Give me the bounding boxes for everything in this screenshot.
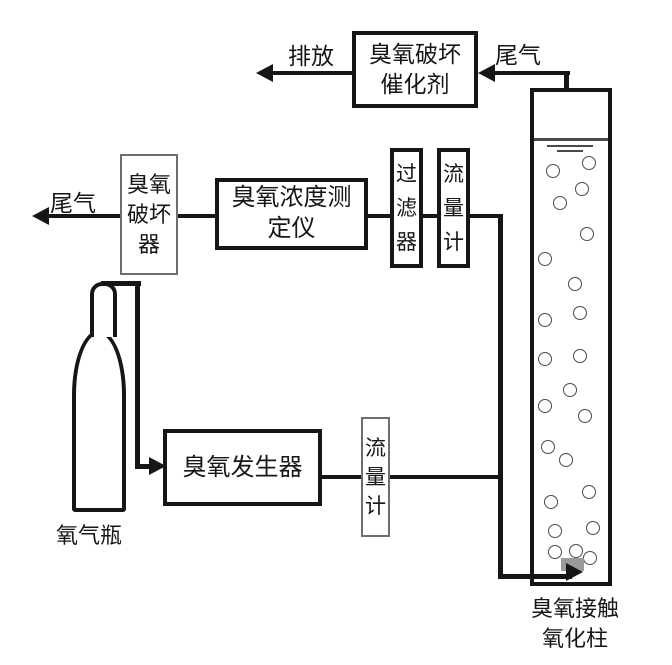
tail-gas-top-label: 尾气	[495, 43, 541, 68]
contact-oxidation-column	[530, 88, 612, 586]
column-caption-line1: 臭氧接触	[530, 596, 619, 621]
ozone-generator-label: 臭氧发生器	[182, 454, 303, 481]
ozone-generator-box: 臭氧发生器	[163, 429, 322, 506]
flow-meter-bottom-label: 流量计	[365, 435, 386, 518]
ozone-destruction-catalyst-label-line1: 臭氧破坏	[369, 41, 461, 67]
bubble	[544, 495, 558, 509]
ozone-destruction-catalyst-label-line2: 催化剂	[380, 71, 450, 97]
pipe-discharge	[268, 71, 352, 75]
bubble	[583, 551, 597, 565]
column-caption: 臭氧接触 氧化柱	[515, 594, 635, 654]
pipe-to-generator	[135, 464, 151, 469]
filter-label: 过滤器	[396, 162, 417, 254]
ozone-destructor-label: 臭氧破坏器	[126, 171, 171, 257]
bubble	[548, 524, 562, 538]
bubble	[568, 277, 582, 291]
bubble	[573, 349, 587, 363]
ozone-analyzer-label-line2: 定仪	[267, 216, 316, 242]
pipe-column-top-riser	[564, 71, 569, 92]
bubble	[586, 521, 600, 535]
bubble	[582, 156, 596, 170]
pipe-cylinder-down	[135, 281, 140, 468]
ozone-analyzer-label-line1: 臭氧浓度测	[231, 185, 352, 211]
bubble	[569, 544, 583, 558]
flow-meter-top-box: 流量计	[437, 148, 470, 268]
pipe-generator-out	[322, 475, 501, 479]
bubble	[548, 545, 562, 559]
bubble	[563, 383, 577, 397]
oxygen-cylinder-label: 氧气瓶	[55, 523, 122, 548]
tailgas-left-arrowhead-icon	[32, 207, 49, 225]
water-surface-line	[547, 145, 593, 147]
discharge-label: 排放	[288, 44, 334, 69]
bubble	[546, 164, 560, 178]
bubble	[580, 227, 594, 241]
bubble	[541, 440, 555, 454]
tail-gas-left-label: 尾气	[50, 191, 96, 216]
pipe-tailgas-top	[490, 71, 570, 75]
bubble	[538, 313, 552, 327]
bubble	[538, 352, 552, 366]
filter-box: 过滤器	[390, 148, 423, 268]
bubble	[553, 196, 567, 210]
bubble	[573, 306, 587, 320]
column-caption-line2: 氧化柱	[541, 626, 608, 651]
column-feed-arrowhead-icon	[566, 563, 583, 581]
bubble	[582, 485, 596, 499]
column-content	[534, 92, 608, 582]
ozone-destructor-box: 臭氧破坏器	[120, 154, 178, 275]
flow-meter-top-label: 流量计	[443, 162, 464, 254]
pipe-riser-right	[498, 214, 503, 579]
oxygen-cylinder-body	[72, 330, 126, 512]
water-surface-line	[534, 138, 608, 141]
pipe-cylinder-top	[101, 281, 141, 286]
pipe-column-feed	[498, 574, 572, 579]
water-surface-line	[557, 150, 583, 152]
generator-inlet-arrowhead-icon	[149, 457, 166, 475]
bubble	[559, 453, 573, 467]
tailgas-top-arrowhead-icon	[478, 64, 495, 82]
ozone-analyzer-box: 臭氧浓度测 定仪	[215, 178, 368, 250]
bubble	[538, 252, 552, 266]
bubble	[578, 409, 592, 423]
bubble	[575, 182, 589, 196]
oxygen-cylinder-neck	[90, 282, 117, 337]
bubble	[538, 399, 552, 413]
flow-meter-bottom-box: 流量计	[361, 417, 390, 537]
ozone-destruction-catalyst-box: 臭氧破坏 催化剂	[352, 31, 478, 108]
discharge-arrowhead-icon	[256, 64, 273, 82]
